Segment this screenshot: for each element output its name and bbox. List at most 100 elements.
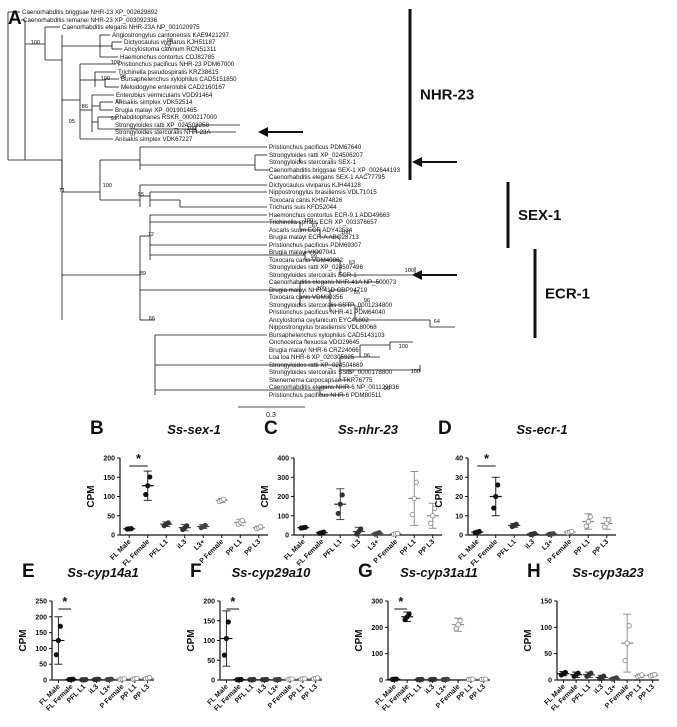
- y-tick-label: 150: [103, 475, 115, 482]
- y-tick-label: 200: [103, 456, 115, 463]
- data-point: [626, 623, 632, 629]
- bootstrap-value: 86: [82, 104, 88, 110]
- data-point: [428, 520, 434, 526]
- clade-label: SEX-1: [518, 207, 561, 224]
- y-tick-label: 50: [544, 651, 552, 658]
- significance-star: *: [230, 594, 236, 609]
- data-point: [302, 675, 308, 682]
- y-tick-label: 300: [371, 599, 383, 606]
- data-point: [569, 528, 575, 535]
- tip-label: Strongyloides ratti XP_024504669: [269, 362, 363, 369]
- bootstrap-value: 100: [317, 286, 326, 292]
- tip-label: Caenorhabditis briggsae SEX-1 XP_0026441…: [269, 167, 401, 174]
- data-point: [143, 491, 149, 498]
- y-axis-label: CPM: [18, 629, 29, 651]
- data-point: [585, 518, 591, 525]
- category-label: PP L3: [592, 538, 611, 557]
- data-point: [513, 521, 519, 527]
- tip-label: Pristionchus pacificus NHR-6 PDM80511: [269, 392, 382, 399]
- category-label: PP L1: [573, 538, 592, 557]
- y-axis-label: CPM: [260, 485, 271, 507]
- tip-label: Caenorhabditis remanei NHR-23 XP_0030923…: [23, 17, 158, 24]
- y-tick-label: 50: [39, 662, 47, 669]
- panel-title: Ss-cyp31a11: [400, 565, 478, 580]
- tip-label: Brugia malayi ECR-A ABQ28713: [269, 234, 359, 241]
- arrow-icon: [258, 127, 303, 137]
- bootstrap-value: 100: [399, 344, 408, 350]
- y-tick-label: 150: [203, 618, 215, 625]
- bootstrap-value: 89: [140, 271, 146, 277]
- tip-label: Brugia malayi NHR-6 CRZ24066: [269, 347, 359, 354]
- category-label: iL3: [350, 538, 362, 550]
- bootstrap-value: 95: [138, 192, 144, 198]
- y-tick-label: 0: [211, 678, 215, 685]
- y-tick-label: 100: [540, 625, 552, 632]
- tip-label: Pristionchus pacificus PDM69307: [269, 242, 362, 249]
- y-tick-label: 40: [455, 456, 463, 463]
- category-label: PP L3: [244, 538, 263, 557]
- y-axis-label: CPM: [523, 629, 534, 651]
- data-point: [358, 526, 364, 532]
- bootstrap-value: 100: [103, 183, 112, 189]
- bootstrap-value: 70: [356, 306, 362, 312]
- y-tick-label: 50: [207, 658, 215, 665]
- data-point: [409, 511, 415, 518]
- tip-label: Caenorhabditis briggsae NHR-23 XP_002629…: [22, 9, 158, 16]
- tip-label: Anisakis simplex VDK52514: [115, 99, 193, 106]
- tip-label: Loa loa NHR-6 XP_020305925: [269, 354, 355, 361]
- bootstrap-value: 100: [304, 218, 313, 224]
- y-axis-label: CPM: [354, 629, 365, 651]
- bootstrap-value: 66: [149, 316, 155, 322]
- y-tick-label: 0: [111, 533, 115, 540]
- data-point: [476, 528, 482, 535]
- tip-label: Strongyloides stercoralis SSTP_000017880…: [269, 369, 393, 376]
- data-point: [221, 652, 227, 658]
- data-point: [606, 517, 612, 523]
- tip-label: Strongyloides stercoralis SEX-1: [269, 159, 357, 166]
- tip-label: Strongyloides ratti XP_024506207: [269, 152, 363, 159]
- bootstrap-value: 99: [384, 386, 390, 392]
- y-tick-label: 0: [285, 533, 289, 540]
- category-label: L3+: [541, 538, 555, 552]
- tip-label: Strongyloides stercoralis NHR-23A: [115, 129, 211, 136]
- category-label: PFL L1: [322, 538, 343, 559]
- y-tick-label: 300: [277, 475, 289, 482]
- tip-label: Haemonchus contortus ECR-9.1 ADD49663: [269, 212, 390, 219]
- bootstrap-value: 63: [349, 260, 355, 266]
- data-point: [444, 676, 450, 682]
- tip-label: Toxocara canis VDM39356: [269, 294, 344, 301]
- tip-label: Meloidogyne enterolobii CAD2160167: [121, 84, 226, 91]
- tip-label: Pristionchus pacificus PDM67640: [269, 144, 362, 151]
- tip-label: Caenorhabditis elegans SEX-1 AAC77795: [269, 174, 385, 181]
- category-label: iL3: [524, 538, 536, 550]
- data-point: [483, 676, 489, 682]
- scale-label: 0.3: [266, 412, 276, 419]
- tip-label: Strongyloides stercoralis ECR-1: [269, 272, 357, 279]
- data-point: [264, 676, 270, 683]
- category-label: PP L1: [399, 538, 418, 557]
- y-tick-label: 100: [35, 646, 47, 653]
- data-point: [639, 672, 645, 678]
- y-tick-label: 100: [277, 513, 289, 520]
- panel-title: Ss-sex-1: [167, 422, 220, 437]
- data-point: [108, 676, 114, 682]
- data-point: [315, 675, 321, 681]
- panel-letter: G: [358, 561, 373, 582]
- data-point: [289, 676, 295, 682]
- tip-label: Trichuris suis KFD52044: [269, 204, 337, 211]
- tip-label: Anisakis simplex VDK67227: [115, 136, 193, 143]
- tip-label: Pristionchus pacificus NHR-23 PDM67000: [118, 61, 235, 68]
- data-point: [83, 676, 89, 683]
- category-label: iL3: [88, 683, 100, 695]
- data-point: [491, 505, 497, 511]
- category-label: iL3: [176, 538, 188, 550]
- data-point: [239, 517, 245, 524]
- data-point: [583, 523, 589, 529]
- y-tick-label: 150: [540, 599, 552, 606]
- data-point: [575, 670, 581, 676]
- panel-title: Ss-cyp29a10: [232, 565, 312, 580]
